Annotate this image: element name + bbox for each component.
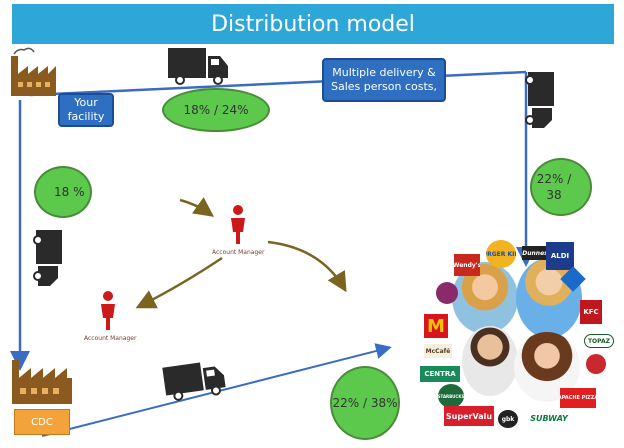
percent-top-route: 18% / 24% [162,88,270,132]
starbucks-logo: STARBUCKS [438,384,464,408]
costa-logo [436,282,458,304]
gbk-logo: gbk [498,410,518,428]
mcdonalds-logo: M [424,314,448,338]
aldi-logo: ALDI [546,242,574,270]
dunnes-logo: Dunnes [522,246,548,260]
kfc-logo: KFC [580,300,602,324]
manager-arrow-3 [135,256,223,309]
percent-left: 18 % [34,166,92,218]
supervalu-logo: SuperValu [444,406,494,426]
title-bar: Distribution model [12,4,614,44]
centra-logo: CENTRA [420,366,460,382]
burger-king-logo: BURGER KING [486,240,516,268]
percent-right: 22% / 38 [530,158,592,216]
red-round-logo [586,354,606,374]
account-manager-label-2: Account Manager [84,335,137,342]
account-manager-label-1: Account Manager [212,249,265,256]
apache-pizza-logo: APACHE PIZZA [560,388,596,408]
percent-bottom: 22% / 38% [330,366,400,440]
page-title: Distribution model [211,11,415,37]
facility-node: Your facility [58,93,114,127]
delivery-costs-node: Multiple delivery & Sales person costs, [322,58,446,102]
subway-logo: SUBWAY [526,410,572,426]
cdc-node: CDC [14,409,70,435]
manager-arrow-2 [267,240,347,293]
mccafe-logo: McCafé [424,344,452,358]
manager-arrow-1 [179,197,215,217]
wendys-logo: Wendy's [454,254,480,276]
man-photo [462,326,518,396]
topaz-logo: TOPAZ [584,334,614,348]
